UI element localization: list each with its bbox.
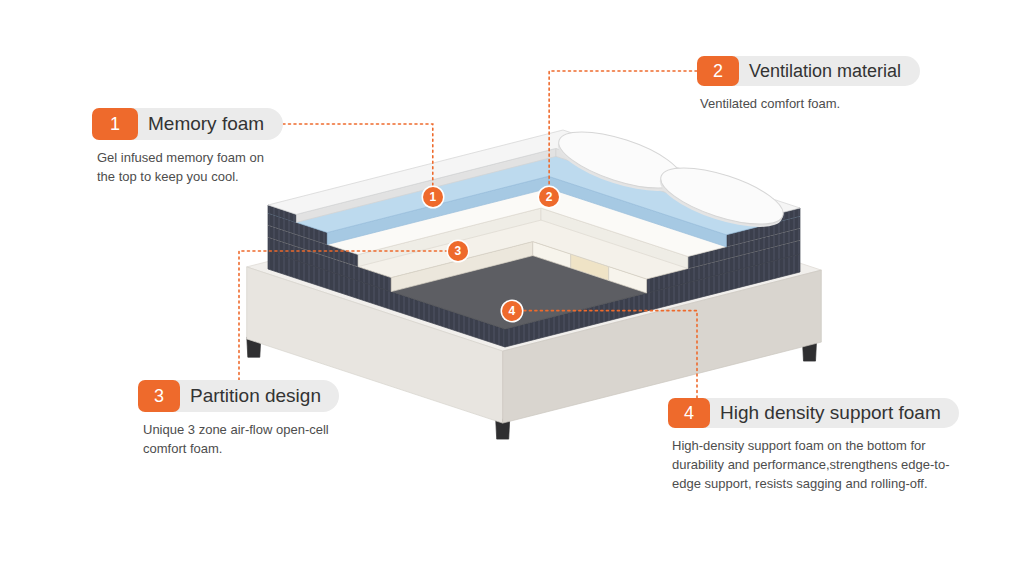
callout-title: High density support foam: [720, 398, 941, 428]
callout-description: Gel infused memory foam on the top to ke…: [97, 148, 282, 186]
mattress: [268, 130, 800, 347]
pillow-body: [655, 156, 790, 235]
callout-badge: 2: [697, 56, 739, 86]
callout-number: 2: [697, 56, 739, 86]
callout-badge: 3: [138, 380, 180, 412]
callout-description: Unique 3 zone air-flow open-cell comfort…: [143, 420, 358, 458]
callout-marker: 4: [502, 301, 522, 321]
marker-number: 4: [502, 301, 522, 321]
callout-title: Partition design: [190, 380, 321, 412]
marker-number: 2: [539, 187, 559, 207]
callout-box: 2Ventilation materialVentilated comfort …: [697, 56, 920, 86]
callout-badge: 1: [92, 108, 138, 140]
callout-marker: 1: [423, 187, 443, 207]
callout-marker: 3: [448, 241, 468, 261]
callout-marker: 2: [539, 187, 559, 207]
callout-number: 1: [92, 108, 138, 140]
pillow: [654, 156, 790, 238]
callout-title: Ventilation material: [749, 56, 901, 86]
callout-badge: 4: [668, 398, 710, 428]
callout-title: Memory foam: [148, 108, 264, 140]
marker-number: 3: [448, 241, 468, 261]
callout-number: 4: [668, 398, 710, 428]
leader-line: [239, 251, 448, 380]
layer-cut-face: [296, 148, 556, 222]
callout-description: Ventilated comfort foam.: [700, 94, 940, 113]
callout-number: 3: [138, 380, 180, 412]
callout-box: 1Memory foamGel infused memory foam on t…: [92, 108, 283, 140]
callout-box: 3Partition designUnique 3 zone air-flow …: [138, 380, 339, 412]
leader-line: [549, 71, 697, 187]
leader-line: [522, 311, 697, 398]
pillows: [552, 120, 790, 238]
leader-line: [283, 124, 433, 187]
marker-number: 1: [423, 187, 443, 207]
callout-description: High-density support foam on the bottom …: [672, 436, 957, 493]
callout-box: 4High density support foamHigh-density s…: [668, 398, 959, 428]
